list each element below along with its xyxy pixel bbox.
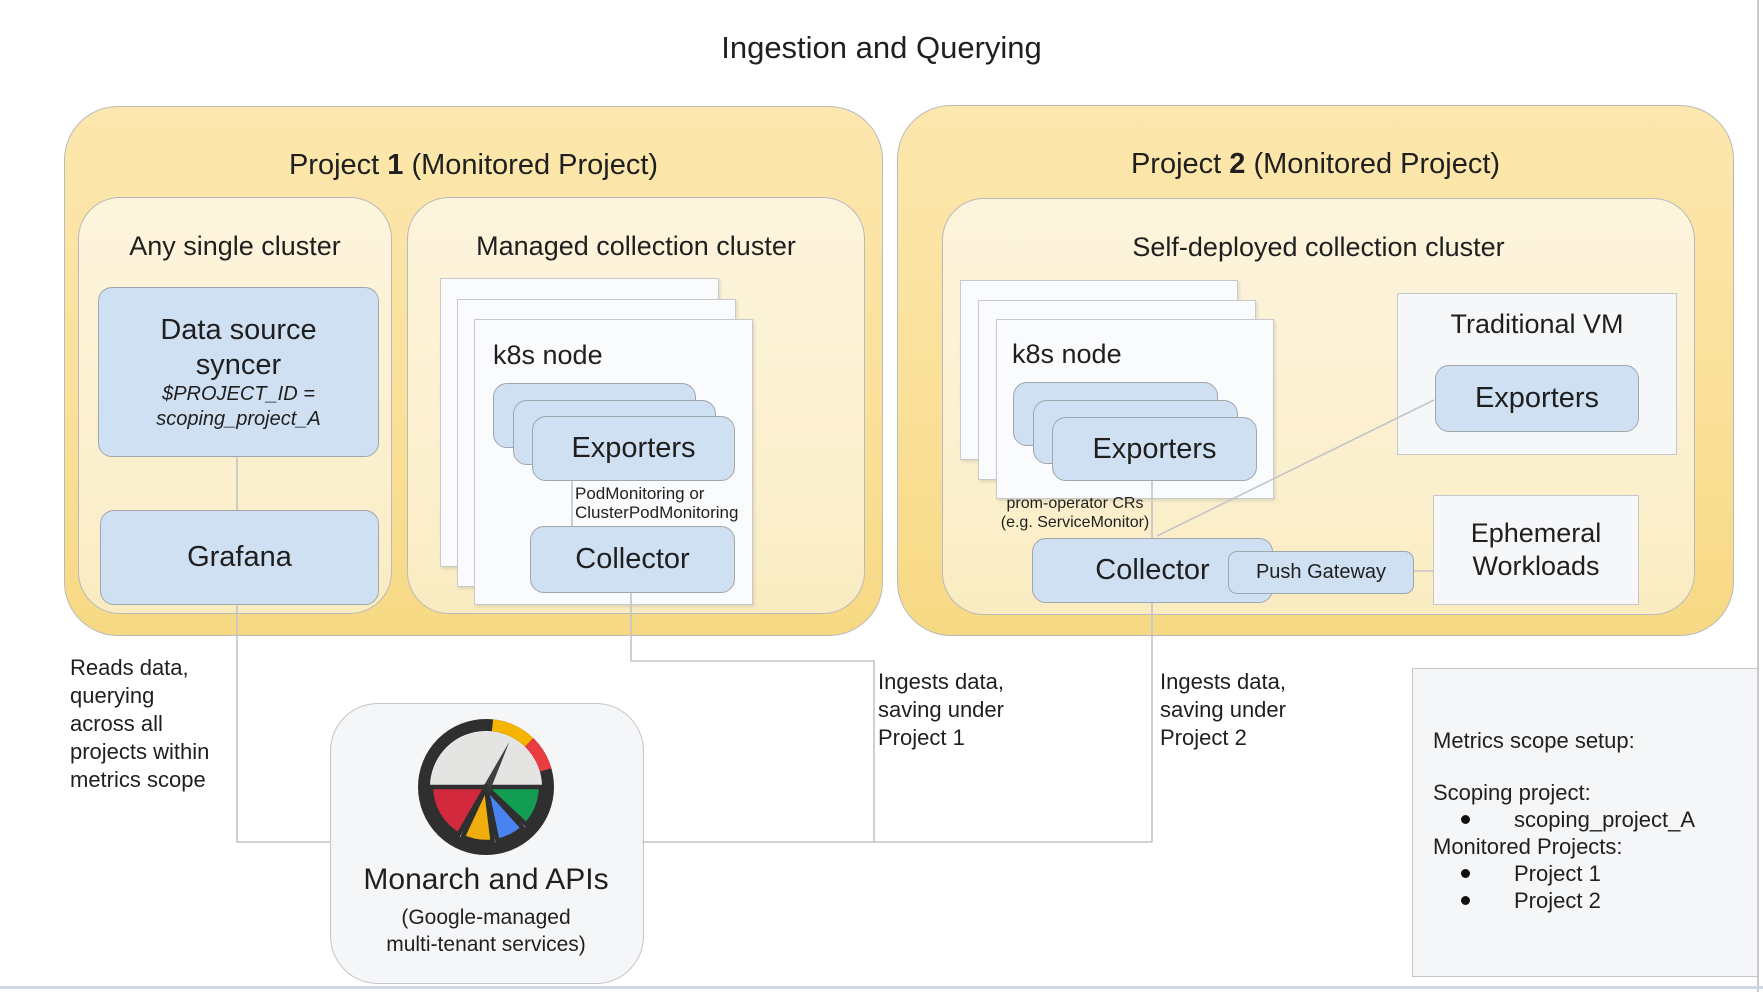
monarch-gauge-icon (418, 719, 554, 855)
data-source-syncer-label-line1: Data source (160, 314, 317, 346)
traditional-vm-title: Traditional VM (1450, 309, 1624, 339)
exporters-box-traditional-vm: Exporters (1435, 365, 1639, 432)
gauge-needle-icon (482, 741, 510, 792)
bullet-icon (1461, 815, 1470, 824)
prom-operator-note: prom-operator CRs (e.g. ServiceMonitor) (1000, 495, 1150, 531)
ingests-data-project1-annotation: Ingests data, saving under Project 1 (878, 669, 1004, 750)
k8s-node-label-p2: k8s node (1012, 339, 1122, 369)
list-item: Project 1 (1433, 860, 1738, 887)
ephemeral-workloads-box: Ephemeral Workloads (1433, 495, 1639, 605)
managed-collection-cluster-title: Managed collection cluster (476, 231, 796, 261)
exporters-box: Exporters (532, 416, 735, 481)
project-1-title: Project 1 (Monitored Project) (288, 149, 659, 181)
bullet-icon (1461, 869, 1470, 878)
list-item: scoping_project_A (1433, 806, 1738, 833)
canvas-right-border (1757, 0, 1759, 992)
bullet-icon (1461, 896, 1470, 905)
push-gateway-box: Push Gateway (1228, 551, 1414, 594)
grafana-box: Grafana (100, 510, 379, 605)
pod-monitoring-note: PodMonitoring or ClusterPodMonitoring (575, 484, 739, 522)
syncer-project-id-note-line2: scoping_project_A (156, 408, 321, 430)
data-source-syncer-box: Data source syncer $PROJECT_ID = scoping… (98, 287, 379, 457)
connector-grafana-monarch (236, 603, 330, 843)
monarch-subtitle: (Google-managed multi-tenant services) (386, 906, 586, 956)
metrics-scope-panel: Metrics scope setup: Scoping project: sc… (1412, 668, 1759, 977)
canvas-bottom-border (0, 986, 1763, 989)
monitored-projects-heading: Monitored Projects: (1433, 834, 1623, 859)
project-2-title: Project 2 (Monitored Project) (1130, 148, 1501, 180)
scoping-project-heading: Scoping project: (1433, 780, 1591, 805)
reads-data-annotation: Reads data, querying across all projects… (70, 655, 210, 792)
self-deployed-cluster-title: Self-deployed collection cluster (1132, 232, 1505, 262)
syncer-project-id-note-line1: $PROJECT_ID = (162, 383, 315, 405)
data-source-syncer-label-line2: syncer (195, 349, 282, 381)
any-single-cluster-title: Any single cluster (129, 231, 341, 261)
monarch-title: Monarch and APIs (363, 863, 609, 896)
list-item: Project 2 (1433, 887, 1738, 914)
ingests-data-project2-annotation: Ingests data, saving under Project 2 (1160, 669, 1286, 750)
metrics-scope-title: Metrics scope setup: (1433, 728, 1635, 753)
collector-box-project1: Collector (530, 526, 735, 593)
diagram-title: Ingestion and Querying (721, 30, 1042, 65)
k8s-node-label: k8s node (493, 340, 603, 370)
exporters-box-p2: Exporters (1052, 417, 1257, 481)
